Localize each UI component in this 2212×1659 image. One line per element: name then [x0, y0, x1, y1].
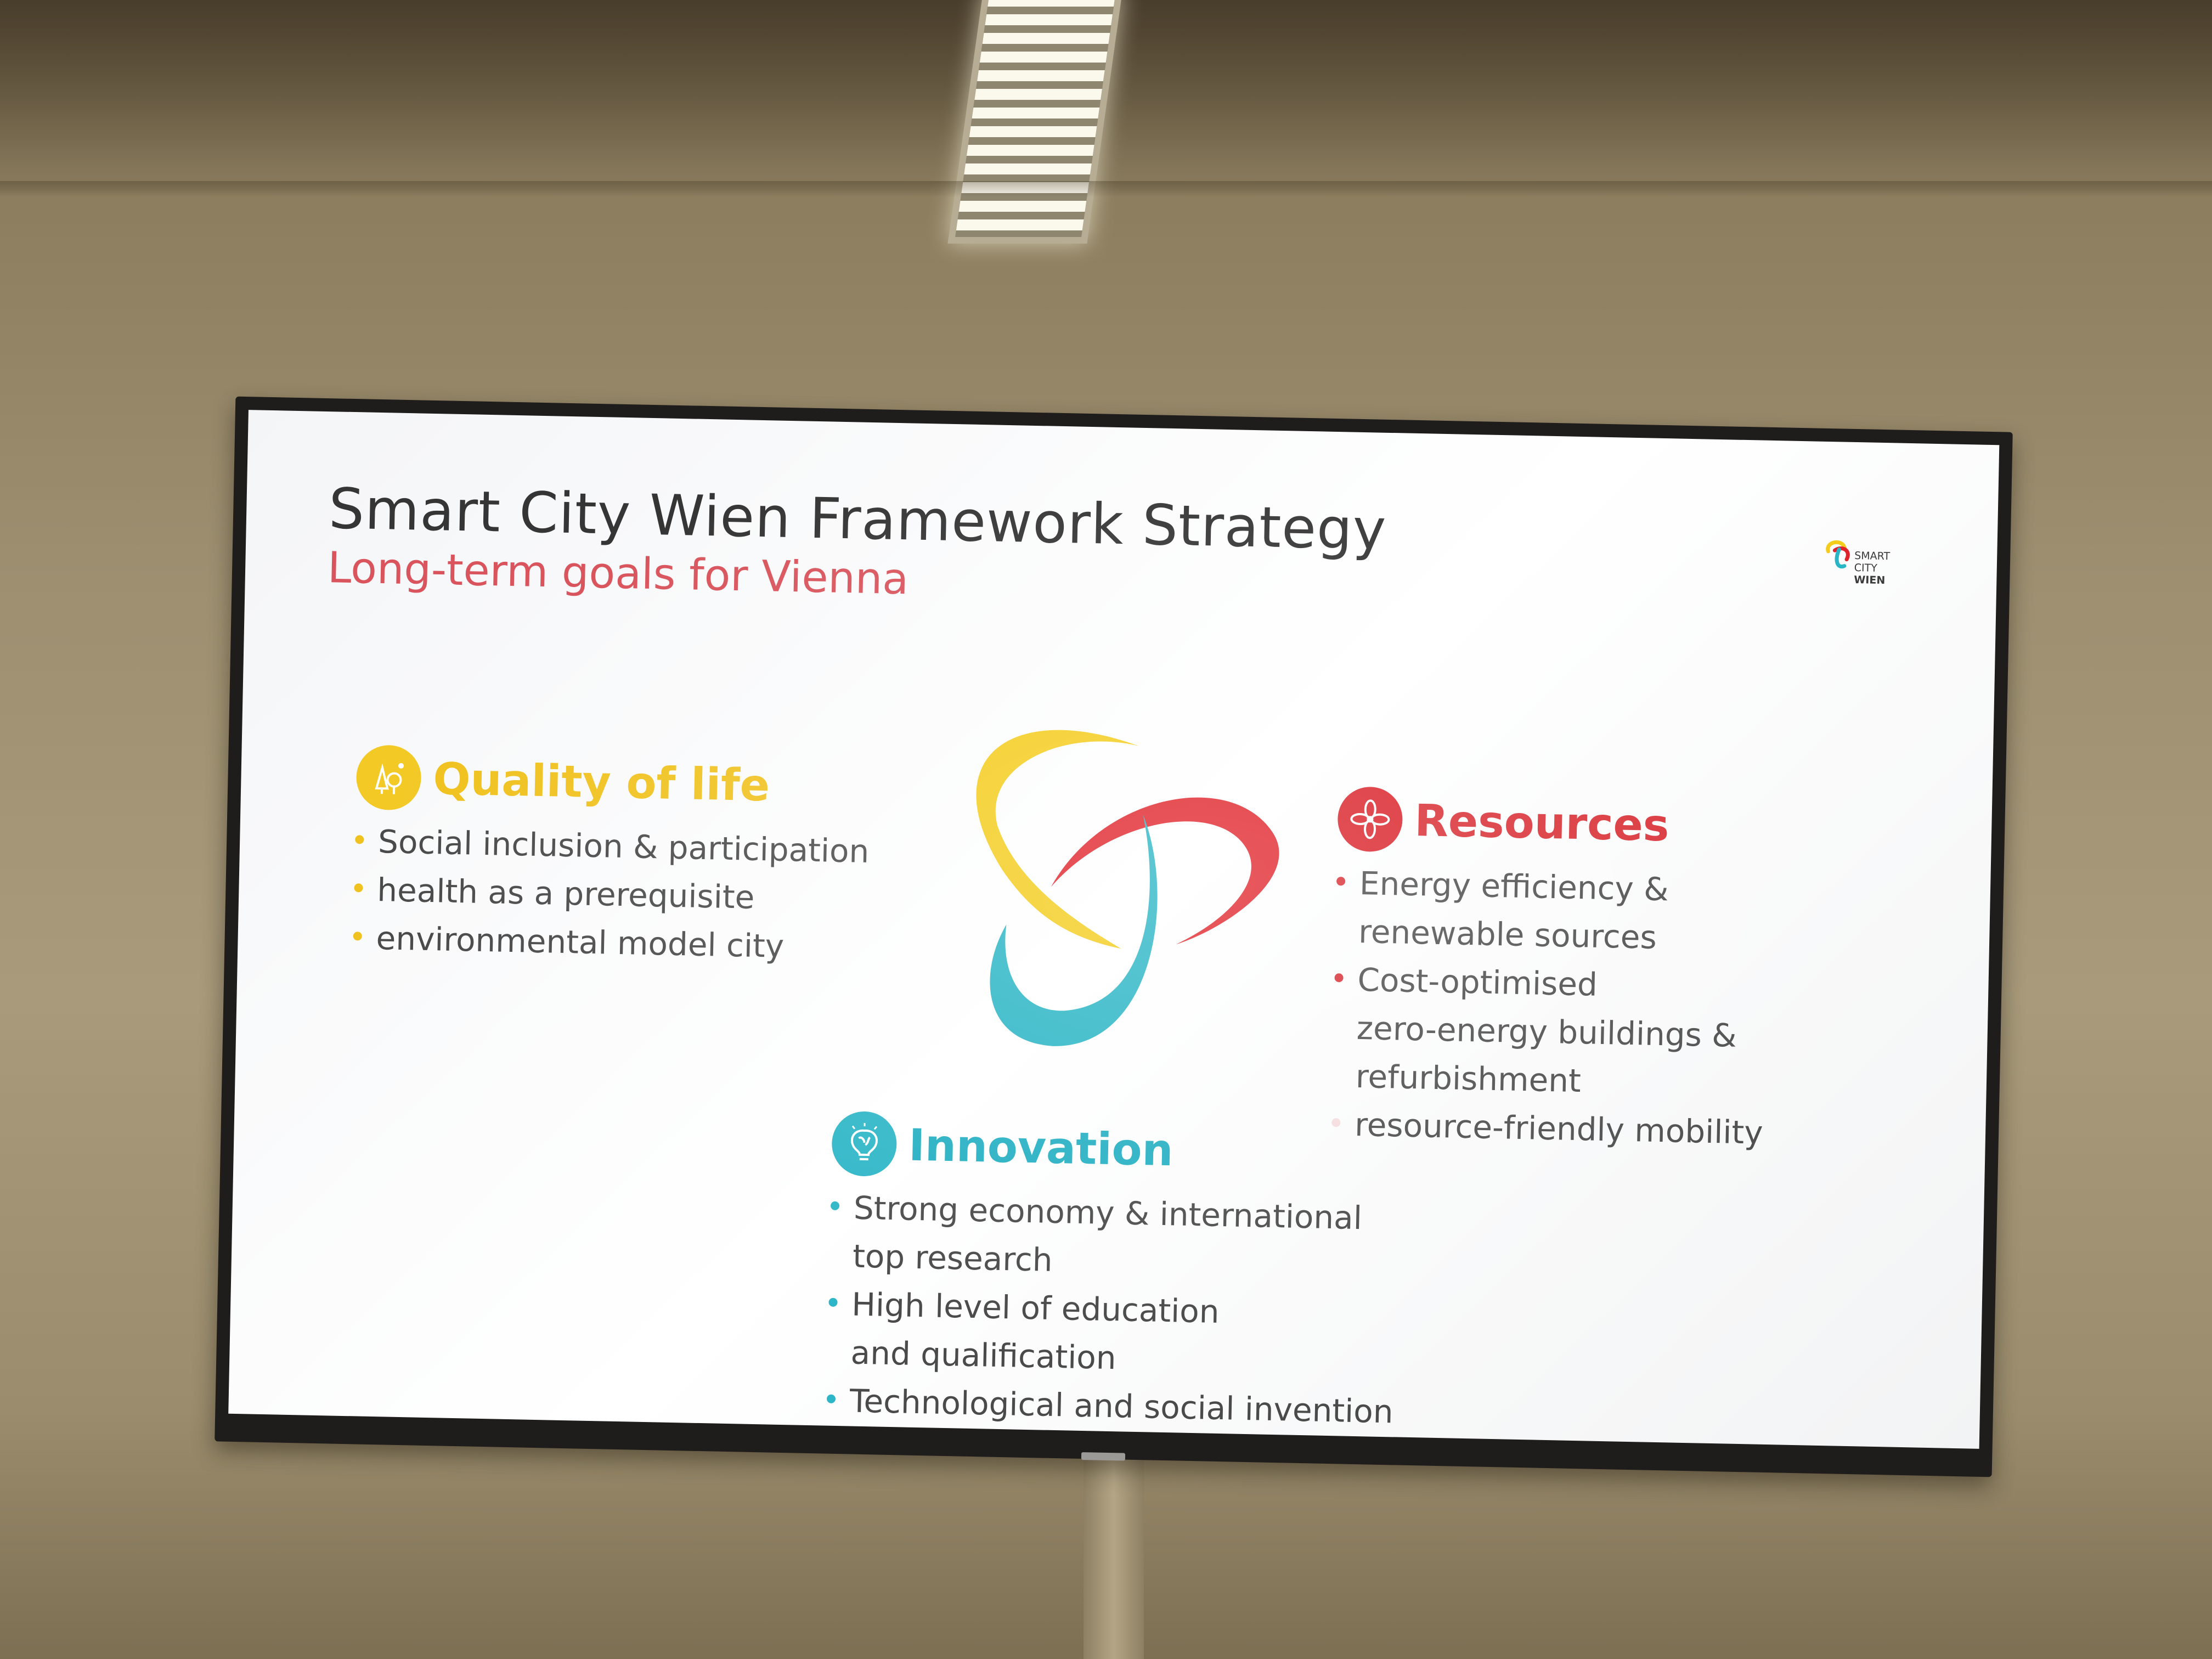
- pillar-heading: Quality of life: [356, 741, 871, 823]
- list-item-line: resource-friendly mobility: [1354, 1105, 1764, 1152]
- tv-screen: Smart City Wien Framework Strategy Long-…: [215, 396, 2013, 1477]
- bullet: [354, 883, 363, 893]
- emblem-teal-ring: [990, 815, 1158, 1046]
- pillar-heading: Innovation: [831, 1108, 1399, 1190]
- bullet: [355, 835, 364, 844]
- list-item: Cost-optimised zero-energy buildings &ref…: [1332, 955, 1767, 1109]
- bullet: [353, 932, 362, 941]
- list-item-text: Social inclusion & participation: [377, 823, 870, 871]
- logo-line-2: CITY: [1854, 561, 1878, 574]
- pillar-item-list: Social inclusion & participation health …: [353, 817, 870, 972]
- pillar-item-list: Energy efficiency &renewable sources Cos…: [1331, 859, 1768, 1157]
- wall-edge: [0, 181, 2212, 198]
- windmill-icon: [1337, 786, 1403, 853]
- bullet: [1334, 973, 1344, 983]
- trees-icon: [356, 744, 422, 811]
- pillar-heading-text: Innovation: [908, 1119, 1174, 1176]
- list-item-text: health as a prerequisite: [376, 871, 755, 916]
- list-item-line: renewable sources: [1358, 912, 1657, 956]
- tv-mount-pole: [1084, 1437, 1144, 1659]
- list-item-line: Energy efficiency &: [1359, 864, 1669, 909]
- pillar-resources: Resources Energy efficiency &renewable s…: [1331, 783, 1770, 1157]
- pillar-heading: Resources: [1337, 783, 1770, 863]
- list-item: Energy efficiency &renewable sources: [1335, 859, 1768, 964]
- logo-line-1: SMART: [1854, 549, 1891, 563]
- list-item-line: refurbishment: [1355, 1057, 1582, 1100]
- presentation-slide: Smart City Wien Framework Strategy Long-…: [228, 410, 2000, 1449]
- slide-subtitle: Long-term goals for Vienna: [327, 543, 909, 605]
- list-item: environmental model city: [353, 913, 868, 972]
- pillar-innovation: Innovation Strong economy & internationa…: [826, 1108, 1399, 1436]
- logo-rings-icon: [1826, 540, 1850, 569]
- list-item-text: environmental model city: [375, 919, 785, 965]
- list-item-line: zero-energy buildings &: [1356, 1009, 1737, 1054]
- list-item-line: Cost-optimised: [1357, 961, 1598, 1003]
- pillar-heading-text: Resources: [1414, 794, 1670, 851]
- logo-line-3: WIEN: [1854, 573, 1886, 587]
- bullet: [828, 1297, 838, 1307]
- pillar-quality-of-life: Quality of life Social inclusion & parti…: [353, 741, 871, 972]
- bullet: [1336, 877, 1346, 886]
- bullet: [830, 1201, 840, 1211]
- tv-brand-badge: [1081, 1452, 1126, 1461]
- emblem-red-ring: [1051, 797, 1279, 945]
- brain-lightbulb-icon: [831, 1110, 898, 1177]
- list-item-line: Technological and social invention: [849, 1382, 1394, 1431]
- three-rings-emblem: [976, 730, 1279, 1046]
- pillar-heading-text: Quality of life: [432, 753, 770, 811]
- bullet: [826, 1394, 836, 1403]
